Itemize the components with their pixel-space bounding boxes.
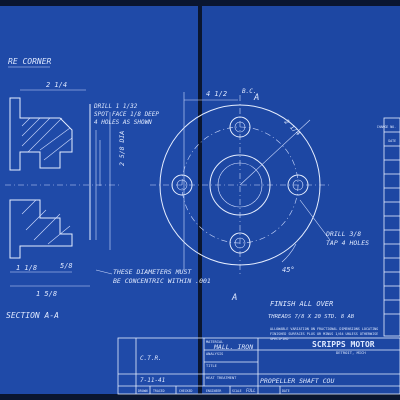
footer-traced: TRACED — [153, 389, 165, 393]
revision-column-frame — [383, 117, 400, 337]
footer-checked: CHECKED — [179, 389, 193, 393]
finish-sub-note: THREADS 7/8 X 20 STD. 8 AB — [268, 314, 355, 320]
finish-note: FINISH ALL OVER — [270, 300, 333, 308]
section-outline-upper — [9, 97, 73, 171]
radius-leader — [239, 119, 311, 186]
material-value: MALL. IRON — [213, 343, 253, 351]
side-label-date: DATE — [388, 139, 396, 143]
change-row-1: C.T.R. — [140, 355, 162, 362]
section-marker-top: A — [253, 93, 259, 103]
concentric-note-line-1: THESE DIAMETERS MUST — [113, 268, 192, 276]
concentric-note-line-2: BE CONCENTRIC WITHIN .001 — [113, 277, 211, 285]
dim-top-bc: B.C. — [242, 88, 256, 95]
footer-drawn: DRAWN — [138, 389, 148, 393]
footer-date: DATE — [282, 389, 290, 393]
footer-scale: SCALE — [232, 389, 242, 393]
footer-engineer: ENGINEER — [206, 389, 221, 393]
change-row-2: 7-11-41 — [140, 377, 165, 384]
footer-scale-value: FULL — [246, 388, 256, 393]
section-marker-bottom: A — [231, 293, 237, 303]
section-hatching — [21, 117, 73, 245]
section-label: SECTION A-A — [6, 311, 59, 320]
heat-treatment-label: HEAT TREATMENT — [206, 376, 237, 380]
angle-arc — [281, 243, 297, 263]
title-value: PROPELLER SHAFT COU — [260, 377, 334, 385]
flange-plan-view — [150, 92, 331, 275]
alloy-note-line-1: ALLOWABLE VARIATION ON FRACTIONAL DIMENS… — [270, 327, 378, 331]
section-view — [5, 89, 120, 287]
analysis-label: ANALYSIS — [206, 352, 223, 356]
concentric-leader — [95, 269, 113, 275]
title-label: TITLE — [206, 364, 217, 368]
title-block — [117, 337, 400, 395]
drill-note-line-1: DRILL 1 1/32 — [93, 103, 138, 110]
dim-bottom-label-1: 1 1/8 — [16, 264, 37, 272]
company-city: DETROIT, MICH — [336, 350, 366, 355]
center-diameter-label: 2 5/8 DIA — [118, 131, 126, 166]
sheet-right-page — [202, 6, 400, 394]
drill-note-right-2: TAP 4 HOLES — [326, 239, 369, 247]
revision-column — [383, 117, 400, 337]
drill-note-line-2: SPOT FACE 1/8 DEEP — [94, 111, 159, 118]
drill-note-line-3: 4 HOLES AS SHOWN — [94, 119, 152, 126]
corner-note: RE CORNER — [8, 57, 52, 66]
dim-top-1: 4 1/2 — [206, 90, 227, 98]
alloy-note-line-3: SPECIFIED — [270, 337, 288, 341]
angle-label: 45° — [282, 266, 295, 274]
material-label: MATERIAL — [206, 340, 223, 344]
title-block-frame — [117, 337, 400, 395]
drill-leader-right — [299, 199, 331, 241]
side-label-change: CHANGE NO. — [377, 125, 396, 129]
company-name: SCRIPPS MOTOR — [312, 340, 375, 349]
section-outline-lower — [9, 199, 73, 259]
dim-bottom-label-2: 1 5/8 — [36, 290, 57, 298]
dim-top-label: 2 1/4 — [46, 81, 67, 89]
dim-bottom-label-3: 5/8 — [60, 262, 73, 270]
drill-note-right-1: DRILL 3/8 — [325, 230, 361, 238]
alloy-note-line-2: FINISHED SURFACES PLUS OR MINUS 1/64 UNL… — [270, 332, 378, 336]
